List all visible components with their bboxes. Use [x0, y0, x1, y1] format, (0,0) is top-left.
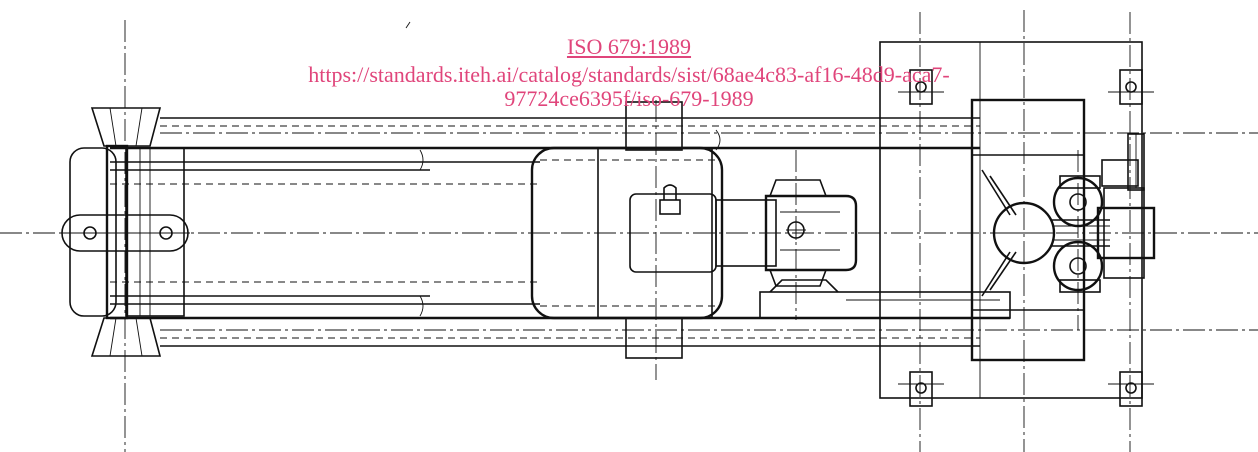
electric-motor: [530, 146, 777, 320]
bearing-housing-left: [60, 107, 190, 357]
watermark-url-line-2: 97724ce6395f/iso-679-1989: [504, 86, 754, 111]
motor-support-lug: [625, 101, 721, 359]
watermark-url-line-1: https://standards.iteh.ai/catalog/standa…: [308, 62, 950, 87]
stray-mark: [405, 21, 411, 29]
frame-rails: [110, 117, 1010, 347]
crank-mechanism: [970, 98, 1156, 362]
gearbox: [764, 179, 858, 287]
watermark-standard[interactable]: ISO 679:1989: [566, 34, 692, 59]
anchor-bolt: [898, 69, 1154, 407]
center-lines: [0, 10, 1258, 452]
mounting-plate: [759, 41, 1143, 399]
